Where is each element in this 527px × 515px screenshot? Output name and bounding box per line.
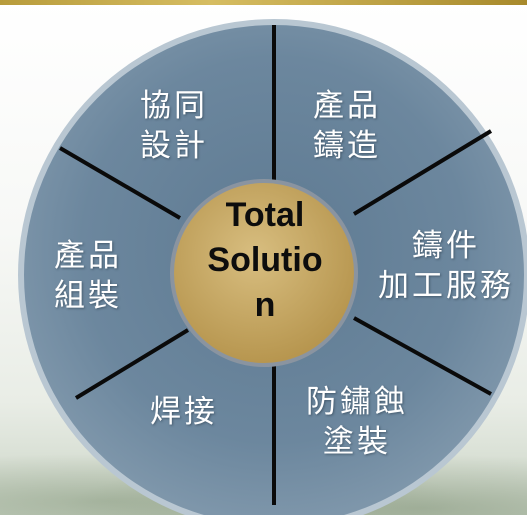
segment-line: 鑄件 <box>412 228 480 264</box>
segment-line: 塗裝 <box>323 424 391 460</box>
segment-line: 加工服務 <box>378 268 514 304</box>
segment-line: 產品 <box>54 238 122 274</box>
divider-lower-right <box>353 316 492 396</box>
center-line-2: Solutio <box>207 241 323 279</box>
center-hub-label: Total Solutio n <box>190 193 340 328</box>
divider-upper-right <box>352 129 493 216</box>
top-accent-band <box>0 0 527 5</box>
segment-product-assembly: 產品 組裝 <box>54 236 122 316</box>
segment-product-casting: 產品 鑄造 <box>313 86 381 166</box>
segment-line: 鑄造 <box>313 128 381 164</box>
segment-line: 設計 <box>140 128 208 164</box>
divider-lower-left <box>74 328 190 400</box>
segment-line: 協同 <box>140 88 208 124</box>
center-hub <box>174 183 354 363</box>
segment-line: 防鏽蝕 <box>306 384 408 420</box>
segment-line: 產品 <box>313 88 381 124</box>
segment-line: 焊接 <box>150 394 218 430</box>
segment-anticorrosion-coating: 防鏽蝕 塗裝 <box>306 382 408 462</box>
center-line-3: n <box>254 286 276 324</box>
center-line-1: Total <box>225 196 305 234</box>
segment-line: 組裝 <box>54 278 122 314</box>
divider-upper-left <box>58 146 182 220</box>
segment-casting-machining: 鑄件 加工服務 <box>378 226 514 306</box>
segment-welding: 焊接 <box>150 392 218 432</box>
segment-collaborative-design: 協同 設計 <box>140 86 208 166</box>
